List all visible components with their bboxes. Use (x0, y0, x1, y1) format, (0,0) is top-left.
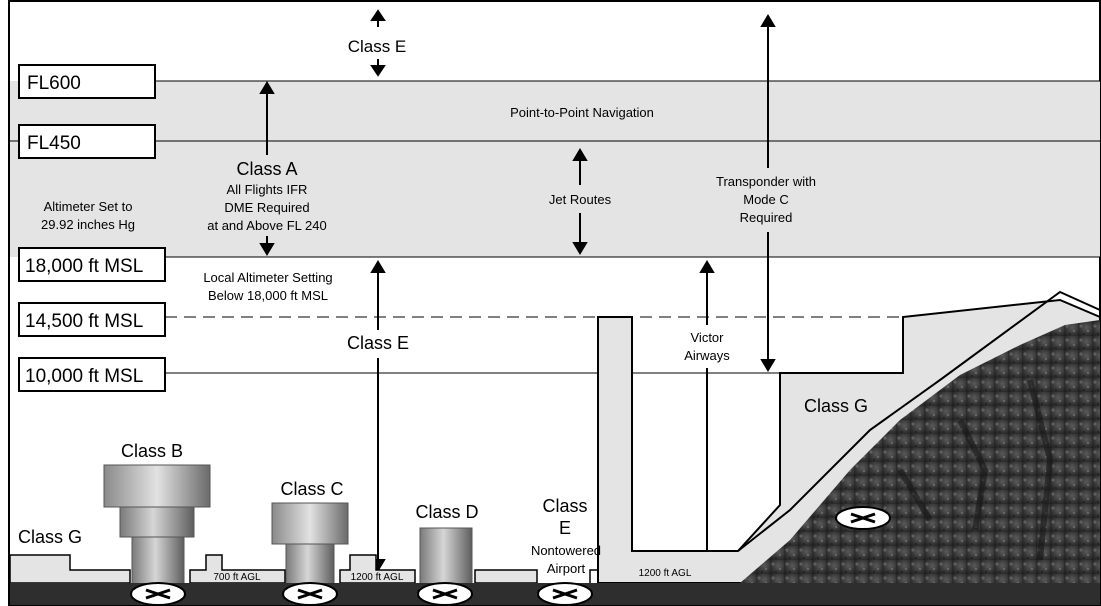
transponder-line2: Mode C (743, 192, 789, 207)
class-d-label: Class D (415, 502, 478, 522)
class-e-airport-line2: E (559, 518, 571, 538)
altimeter-set-line2: 29.92 inches Hg (41, 217, 135, 232)
msl-14500-label: 14,500 ft MSL (18, 302, 166, 337)
class-d-adjacent-area (474, 569, 538, 584)
airport-icon-class-c (282, 582, 338, 606)
airport-icon-mountain (835, 506, 891, 530)
class-b-airspace (103, 464, 211, 586)
class-g-floor-line (737, 290, 1101, 552)
class-a-line2: DME Required (224, 200, 309, 215)
class-a-line1: All Flights IFR (227, 182, 308, 197)
airport-icon-class-e (537, 582, 593, 606)
svg-text:14,500 ft MSL: 14,500 ft MSL (25, 311, 143, 332)
class-d-airspace (419, 527, 473, 586)
fl450-label: FL450 (18, 124, 156, 159)
airport-icon-class-b (130, 582, 186, 606)
class-e-airport-line3: Nontowered (531, 543, 601, 558)
victor-line2: Airways (684, 348, 730, 363)
class-e-airport-edge (589, 569, 598, 583)
fl600-label: FL600 (18, 64, 156, 99)
class-b-label: Class B (121, 441, 183, 461)
airport-icon-class-d (417, 582, 473, 606)
jet-routes-label: Jet Routes (549, 192, 612, 207)
class-e-airport-line4: Airport (547, 561, 586, 576)
agl-1200-b-label: 1200 ft AGL (639, 568, 692, 579)
agl-1200-a-area (339, 554, 416, 584)
class-c-airspace (271, 502, 349, 586)
victor-line1: Victor (691, 330, 725, 345)
transponder-line3: Required (740, 210, 793, 225)
class-e-top-label: Class E (348, 37, 407, 56)
svg-text:18,000 ft MSL: 18,000 ft MSL (25, 256, 143, 277)
svg-text:FL600: FL600 (27, 73, 81, 94)
transponder-line1: Transponder with (716, 174, 816, 189)
class-g-left-label: Class G (18, 527, 82, 547)
class-e-mid-label: Class E (347, 333, 409, 353)
local-altimeter-line1: Local Altimeter Setting (203, 270, 332, 285)
class-g-mountain-label: Class G (804, 396, 868, 416)
agl-700-label: 700 ft AGL (213, 572, 261, 583)
class-a-line3: at and Above FL 240 (207, 218, 327, 233)
svg-text:FL450: FL450 (27, 133, 81, 154)
point-to-point-label: Point-to-Point Navigation (510, 105, 654, 120)
mountain-shading (897, 379, 1054, 561)
arrows (259, 9, 776, 572)
local-altimeter-line2: Below 18,000 ft MSL (208, 288, 328, 303)
msl-18000-label: 18,000 ft MSL (18, 247, 166, 282)
mountain (740, 320, 1100, 583)
altimeter-set-line1: Altimeter Set to (44, 199, 133, 214)
agl-1200-a-label: 1200 ft AGL (351, 572, 404, 583)
class-a-title: Class A (236, 159, 297, 179)
svg-text:10,000 ft MSL: 10,000 ft MSL (25, 366, 143, 387)
msl-10000-label: 10,000 ft MSL (18, 357, 166, 392)
upper-airspace-band (10, 81, 1100, 257)
class-e-airport-line1: Class (542, 496, 587, 516)
class-c-label: Class C (280, 479, 343, 499)
